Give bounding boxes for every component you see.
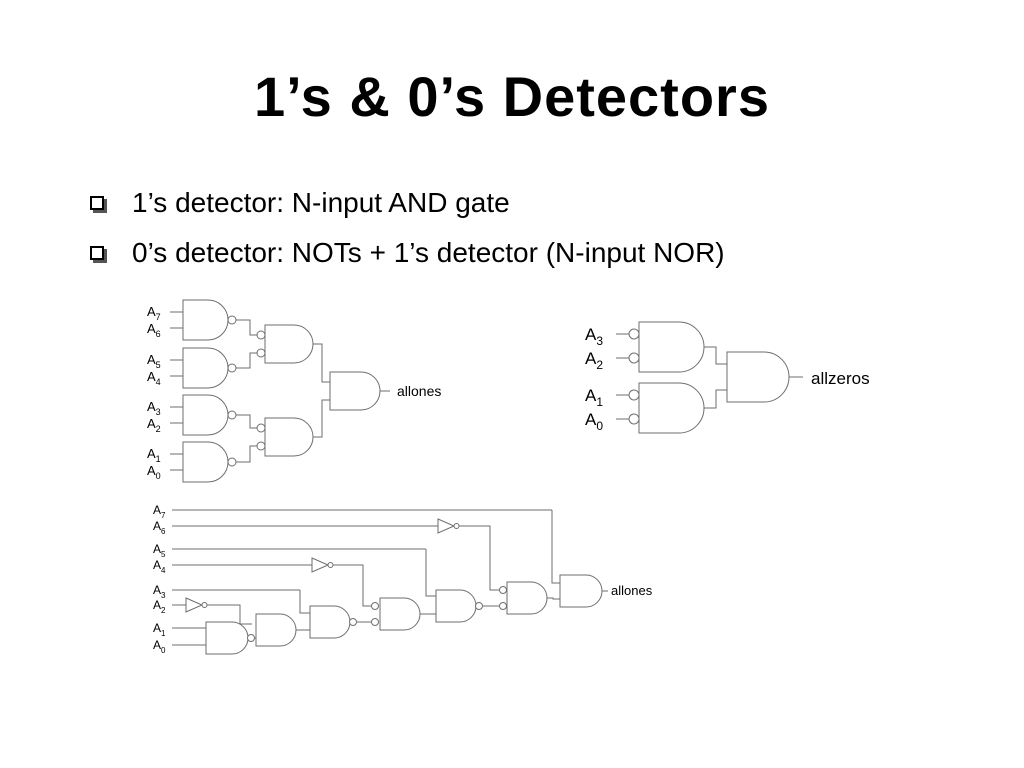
- wire: [704, 389, 727, 409]
- input-label: A0: [153, 638, 166, 655]
- input-label: A6: [153, 519, 166, 536]
- wire: [207, 604, 252, 625]
- bullet-text: 0’s detector: NOTs + 1’s detector (N-inp…: [132, 237, 725, 268]
- and-gate: [379, 597, 421, 631]
- input-label: A5: [153, 542, 166, 559]
- output-label: allzeros: [811, 369, 870, 388]
- inversion-bubble: [227, 315, 237, 325]
- inversion-bubble: [475, 602, 483, 610]
- input-label: A4: [153, 558, 166, 575]
- slide-title: 1’s & 0’s Detectors: [254, 65, 770, 128]
- and-gate: [638, 321, 705, 373]
- inversion-bubble: [256, 423, 266, 433]
- nand-gate: [435, 589, 477, 623]
- nand-gate: [182, 441, 229, 483]
- nand-gate: [309, 605, 351, 639]
- nand-gate: [205, 621, 249, 655]
- bullet-text: 1’s detector: N-input AND gate: [132, 187, 510, 218]
- input-label: A4: [147, 369, 161, 387]
- and-gate: [264, 417, 314, 457]
- input-label: A0: [585, 410, 603, 433]
- nand-gate: [182, 299, 229, 341]
- wire: [551, 510, 560, 584]
- and-gate: [506, 581, 548, 615]
- input-label: A6: [147, 321, 161, 339]
- hollow-square-bullet-icon: [90, 196, 104, 210]
- input-label: A3: [585, 325, 603, 348]
- inversion-bubble: [256, 348, 266, 358]
- inversion-bubble: [256, 330, 266, 340]
- output-label: allones: [611, 583, 653, 598]
- bullet-item-zeros-detector: 0’s detector: NOTs + 1’s detector (N-inp…: [90, 228, 725, 278]
- wire: [236, 319, 257, 336]
- inversion-bubble: [453, 523, 460, 529]
- input-label: A2: [147, 416, 161, 434]
- inversion-bubble: [628, 413, 640, 425]
- inversion-bubble: [247, 634, 255, 642]
- input-label: A1: [585, 386, 603, 409]
- wire: [313, 399, 330, 438]
- wire: [236, 414, 257, 429]
- input-label: A0: [147, 463, 161, 481]
- wire: [459, 525, 500, 591]
- and-gate: [264, 324, 314, 364]
- input-label: A3: [153, 583, 166, 600]
- output-label: allones: [397, 383, 441, 399]
- wire: [333, 564, 372, 607]
- hollow-square-bullet-icon: [90, 246, 104, 260]
- inversion-bubble: [628, 389, 640, 401]
- inversion-bubble: [227, 363, 237, 373]
- input-label: A1: [147, 446, 161, 464]
- input-label: A3: [147, 399, 161, 417]
- inversion-bubble: [256, 441, 266, 451]
- nand-gate: [182, 394, 229, 436]
- inversion-bubble: [349, 618, 357, 626]
- inversion-bubble: [227, 410, 237, 420]
- wire: [547, 597, 560, 600]
- not-gate: [311, 557, 330, 573]
- not-gate: [437, 518, 456, 534]
- wire: [704, 346, 727, 365]
- and-gate: [329, 371, 381, 411]
- input-label: A7: [153, 503, 166, 520]
- inversion-bubble: [227, 457, 237, 467]
- not-gate: [185, 597, 204, 613]
- input-label: A1: [153, 621, 166, 638]
- inversion-bubble: [628, 328, 640, 340]
- wire: [313, 343, 330, 383]
- inversion-bubble: [371, 602, 379, 610]
- wire: [425, 549, 436, 597]
- and-gate: [638, 382, 705, 434]
- input-label: A7: [147, 304, 161, 322]
- input-label: A2: [153, 598, 166, 615]
- inversion-bubble: [499, 602, 507, 610]
- inversion-bubble: [371, 618, 379, 626]
- input-label: A5: [147, 352, 161, 370]
- bullet-list: 1’s detector: N-input AND gate 0’s detec…: [90, 178, 725, 278]
- inversion-bubble: [327, 562, 334, 568]
- and-gate: [255, 613, 297, 647]
- inversion-bubble: [499, 586, 507, 594]
- and-gate: [726, 351, 790, 403]
- wire: [236, 352, 257, 369]
- input-label: A2: [585, 349, 603, 372]
- wire: [236, 445, 257, 463]
- and-gate: [559, 574, 603, 608]
- wire: [299, 590, 310, 614]
- bullet-item-ones-detector: 1’s detector: N-input AND gate: [90, 178, 725, 228]
- nand-gate: [182, 347, 229, 389]
- inversion-bubble: [628, 352, 640, 364]
- inversion-bubble: [201, 602, 208, 608]
